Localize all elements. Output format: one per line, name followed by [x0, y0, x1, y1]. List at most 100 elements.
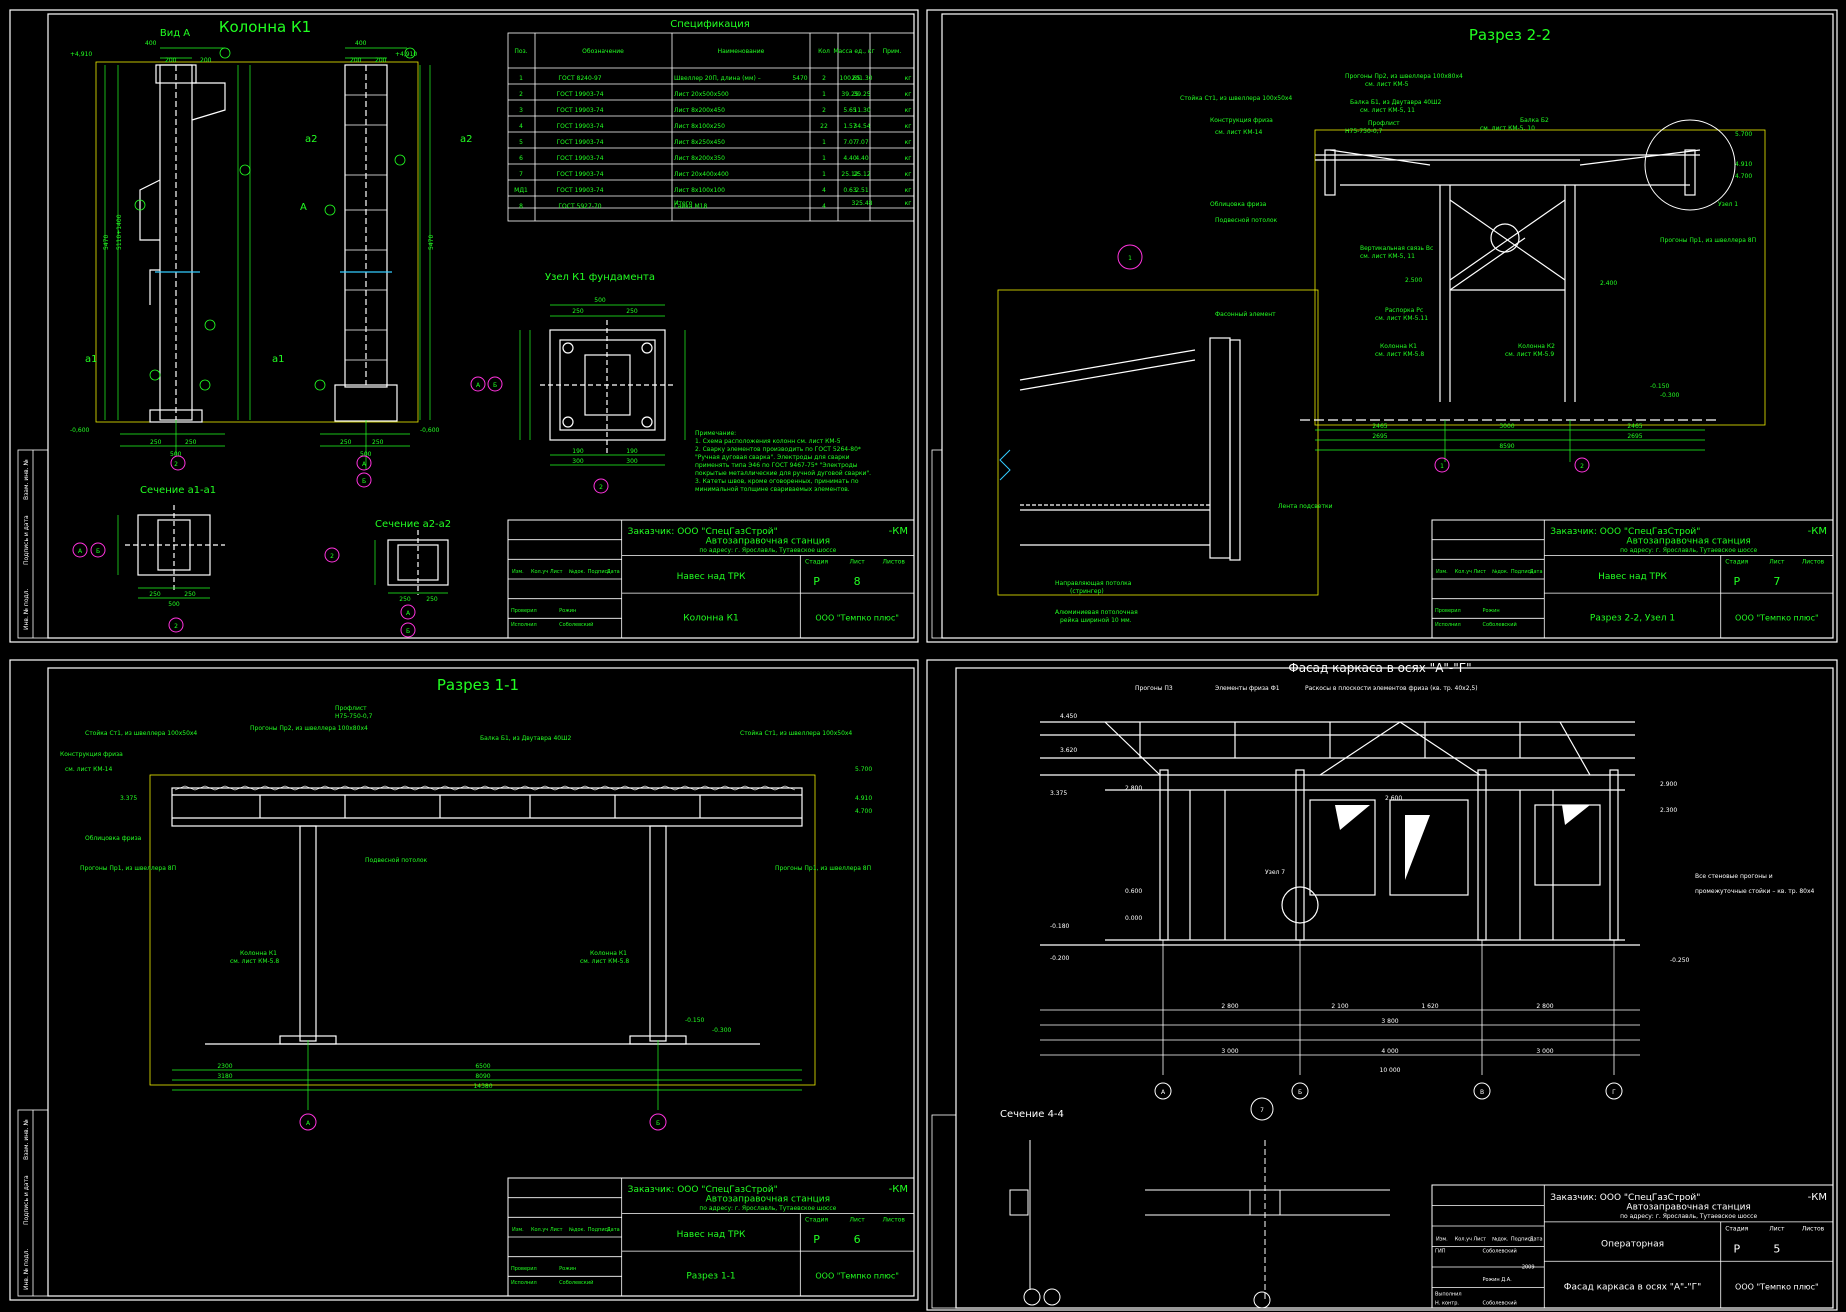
spec-cell: 8 [519, 203, 523, 210]
svg-text:Направляющая потолка: Направляющая потолка [1055, 580, 1132, 587]
svg-text:Лента подсветки: Лента подсветки [1278, 503, 1333, 510]
svg-text:+4,910: +4,910 [395, 51, 417, 58]
svg-text:Конструкция фриза: Конструкция фриза [60, 751, 123, 758]
svg-text:а2: а2 [305, 134, 318, 145]
mark-5700: 5.700 [1735, 131, 1752, 138]
spec-cell: кг [905, 107, 912, 114]
stamp-header: №док. [569, 569, 586, 575]
facade-mark-0250: -0.250 [1670, 957, 1690, 964]
spec-cell: 5 [519, 139, 523, 146]
spec-cell: Итого [674, 200, 693, 207]
section-1-1-frame [171, 787, 803, 1045]
stamp-header: Изм. [1436, 1236, 1448, 1242]
title-blocks: Заказчик: ООО "СпецГазСтрой"-КМАвтозапра… [507, 519, 1834, 1309]
title-block-4: Заказчик: ООО "СпецГазСтрой"-КМАвтозапра… [1431, 1184, 1834, 1309]
dim-4000: 4 000 [1381, 1048, 1398, 1055]
stamp-header: Кол.уч [531, 1227, 548, 1233]
stamp-col-stage: Стадия [1725, 1226, 1748, 1233]
facade-mark-2800: 2.800 [1125, 785, 1142, 792]
stamp-header: Дата [1530, 569, 1543, 575]
foundation-node-label: Узел К1 фундамента [545, 272, 655, 283]
svg-text:-0,600: -0,600 [420, 427, 440, 434]
side-label-sign-3: Подпись и дата [23, 1175, 30, 1225]
svg-text:190: 190 [572, 448, 584, 455]
stamp-header: Лист [1473, 569, 1486, 575]
dim-2465-right: 2465 [1627, 423, 1642, 430]
spec-cell: 11.30 [853, 107, 870, 114]
svg-text:Н75-750-0,7: Н75-750-0,7 [335, 713, 373, 720]
svg-text:5470: 5470 [103, 235, 110, 250]
facade-mark-3375: 3.375 [1050, 790, 1067, 797]
spec-cell: Гайка М18 [674, 203, 707, 210]
sheet-frame-2 [926, 9, 1838, 643]
note-line: 2. Сварку элементов производить по ГОСТ … [695, 446, 861, 453]
stamp-header: Изм. [512, 569, 524, 575]
svg-text:А: А [300, 202, 307, 213]
dim-2465-left: 2465 [1372, 423, 1387, 430]
side-label-sign: Подпись и дата [23, 515, 30, 565]
svg-text:1: 1 [1440, 463, 1444, 470]
stamp-sheet-no: 6 [854, 1233, 861, 1246]
stamp-object: Навес над ТРК [1598, 572, 1667, 582]
stamp-checked-label: Проверил [1435, 608, 1461, 614]
spec-cell: Лист 8х200х450 [674, 107, 725, 114]
svg-text:2: 2 [174, 623, 178, 630]
svg-text:5470: 5470 [428, 235, 435, 250]
spec-cell: ГОСТ 19903-74 [556, 171, 603, 178]
svg-text:Б: Б [493, 382, 497, 389]
svg-text:см. лист КМ-5, 10: см. лист КМ-5, 10 [1480, 125, 1535, 132]
spec-cell: кг [905, 75, 912, 82]
stamp-customer: Заказчик: ООО "СпецГазСтрой" [1550, 527, 1700, 537]
svg-text:Б: Б [656, 1120, 660, 1127]
stamp-checker: Рожин [1483, 608, 1500, 614]
axis-a: А [1161, 1089, 1166, 1096]
stamp-sheet-name: Колонна К1 [683, 613, 738, 623]
spec-cell: 4 [822, 203, 826, 210]
spec-cell: 201.30 [852, 75, 873, 82]
dim-2800-right: 2 800 [1536, 1003, 1553, 1010]
s3-mark-5700: 5.700 [855, 766, 872, 773]
spec-cell: 4.40 [843, 155, 857, 162]
spec-cell: МД1 [514, 187, 528, 194]
dim-2100: 2 100 [1331, 1003, 1348, 1010]
spec-cell: 1 [822, 155, 826, 162]
stamp-address: по адресу: г. Ярославль, Тутаевское шосс… [699, 547, 836, 554]
svg-text:а2: а2 [460, 134, 473, 145]
s3-mark-0300: -0.300 [712, 1027, 732, 1034]
svg-text:Колонна К1: Колонна К1 [240, 950, 277, 957]
sheet1-title: Колонна К1 [219, 18, 311, 36]
svg-text:рейка шириной 10 мм.: рейка шириной 10 мм. [1060, 617, 1132, 624]
svg-text:Прогоны Пр1, из швеллера 8П: Прогоны Пр1, из швеллера 8П [775, 865, 871, 872]
axis-b: Б [1298, 1089, 1302, 1096]
stamp-sheet-name: Разрез 1-1 [686, 1271, 735, 1281]
spec-cell: Лист 20х400х400 [674, 171, 729, 178]
stamp-executor-label: Исполнил [511, 1280, 537, 1286]
node-1-detail [1019, 337, 1241, 561]
facade-mark-2900: 2.900 [1660, 781, 1677, 788]
spec-cell: кг [905, 171, 912, 178]
dim-8090: 8090 [475, 1073, 490, 1080]
stamp-org: ООО "Темпко плюс" [1735, 613, 1819, 622]
svg-text:500: 500 [360, 451, 372, 458]
svg-text:Распорка Рс: Распорка Рс [1385, 307, 1423, 314]
svg-text:250: 250 [372, 439, 384, 446]
spec-cell: 2 [822, 107, 826, 114]
svg-text:см. лист КМ-14: см. лист КМ-14 [65, 766, 112, 773]
svg-text:Стойка Ст1, из швеллера 100х50: Стойка Ст1, из швеллера 100х50х4 [85, 730, 197, 737]
stamp-header: Изм. [512, 1227, 524, 1233]
spec-cell: 7.07 [843, 139, 857, 146]
svg-text:250: 250 [149, 591, 161, 598]
stamp-header: №док. [1492, 569, 1509, 575]
svg-text:250: 250 [572, 308, 584, 315]
svg-text:500: 500 [594, 297, 606, 304]
stamp-org: ООО "Темпко плюс" [815, 1271, 899, 1280]
stamp-header: Изм. [1436, 569, 1448, 575]
svg-text:250: 250 [185, 439, 197, 446]
dim-3800: 3 800 [1381, 1018, 1398, 1025]
stamp-executor-name: Соболевский [559, 621, 593, 628]
spec-header-designation: Обозначение [582, 48, 624, 55]
stamp-customer: Заказчик: ООО "СпецГазСтрой" [628, 1185, 778, 1195]
stamp-org: ООО "Темпко плюс" [1735, 1283, 1819, 1292]
